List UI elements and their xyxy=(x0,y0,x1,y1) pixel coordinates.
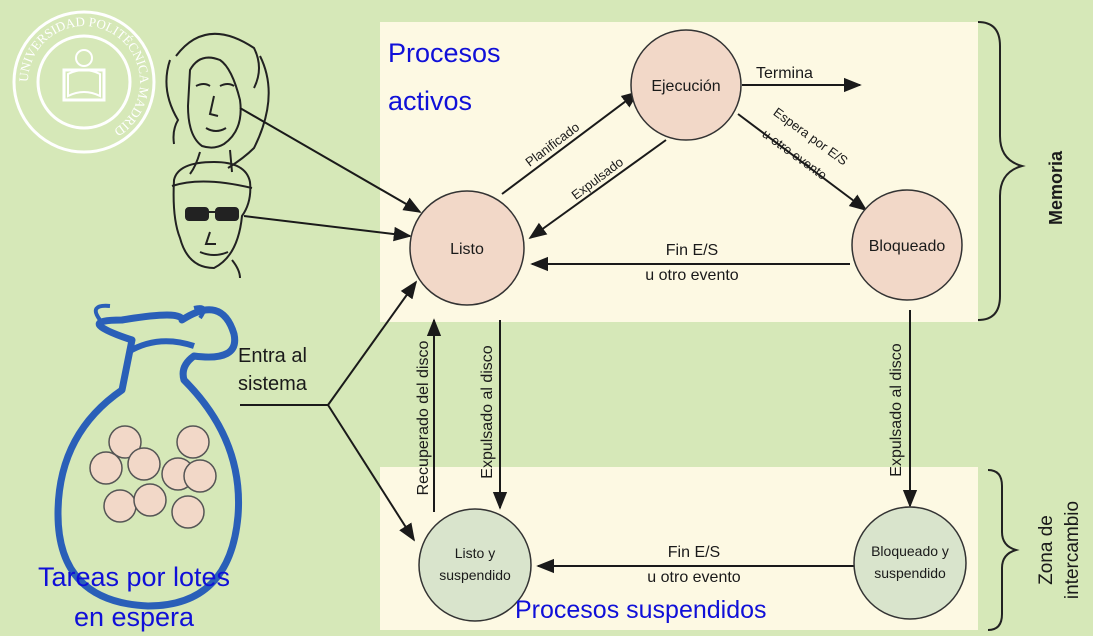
arrow-preempted xyxy=(528,139,667,240)
state-ready-suspended: Listo y suspendido xyxy=(418,508,532,622)
woman-face-icon xyxy=(165,32,270,175)
label-enters-1: Entra al xyxy=(238,345,307,367)
memory-brace xyxy=(977,21,1026,321)
memory-label: Memoria xyxy=(1046,150,1066,225)
arrow-planned xyxy=(501,90,640,195)
transition-arrows xyxy=(239,77,918,574)
swap-label-2: intercambio xyxy=(1062,501,1083,599)
label-swapped-in: Recuperado del disco xyxy=(415,341,432,496)
label-enters-2: sistema xyxy=(238,373,308,395)
arrow-woman-to-ready xyxy=(239,107,422,213)
label-terminates: Termina xyxy=(756,65,813,82)
state-blocked-suspended: Bloqueado y suspendido xyxy=(853,506,967,620)
arrow-enter-down xyxy=(327,404,415,542)
state-ready-label: Listo xyxy=(450,241,484,258)
label-io-done-1: Fin E/S xyxy=(666,242,718,259)
label-io-done-suspended-2: u otro evento xyxy=(647,569,741,586)
state-execution-label: Ejecución xyxy=(651,78,720,95)
label-io-done-2: u otro evento xyxy=(645,267,739,284)
bag-icon xyxy=(54,303,243,610)
state-blocked-suspended-label-1: Bloqueado y xyxy=(871,543,949,559)
state-blocked-suspended-label-2: suspendido xyxy=(874,565,946,581)
arrow-wait xyxy=(737,113,868,212)
active-title-2: activos xyxy=(388,86,472,116)
state-blocked: Bloqueado xyxy=(851,189,963,301)
suspended-title: Procesos suspendidos xyxy=(515,596,767,624)
state-ready: Listo xyxy=(409,190,525,306)
state-ready-suspended-label-2: suspendido xyxy=(439,567,511,583)
swap-brace xyxy=(987,469,1020,631)
state-ready-suspended-label-1: Listo y xyxy=(455,545,495,561)
man-with-glasses-icon xyxy=(171,160,253,279)
label-swapped-out-blocked: Expulsado al disco xyxy=(888,343,905,477)
batch-label-2: en espera xyxy=(74,602,195,632)
arrow-man-to-ready xyxy=(243,215,412,242)
batch-label-1: Tareas por lotes xyxy=(38,562,230,592)
state-blocked-label: Bloqueado xyxy=(869,238,946,255)
state-execution: Ejecución xyxy=(630,29,742,141)
active-title-1: Procesos xyxy=(388,38,501,68)
label-io-done-suspended-1: Fin E/S xyxy=(668,544,720,561)
label-swapped-out: Expulsado al disco xyxy=(479,345,496,479)
arrow-enter-up xyxy=(327,280,418,406)
swap-label-1: Zona de xyxy=(1036,515,1057,585)
